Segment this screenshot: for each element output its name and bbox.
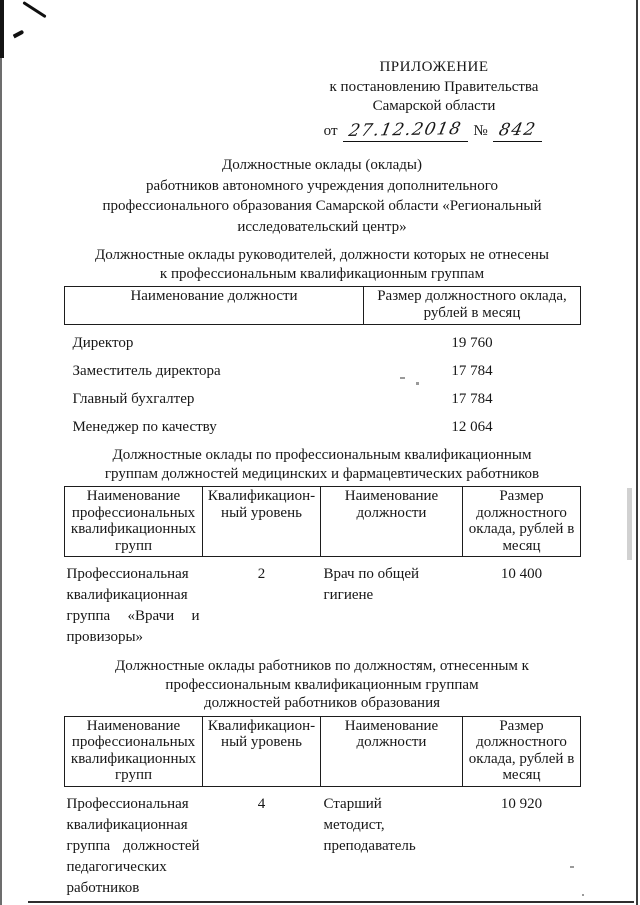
- col-header-position: Наименование должности: [320, 486, 463, 557]
- education-salary-table: Наименование профессиональных квалификац…: [64, 715, 581, 899]
- section1-heading-line: Должностные оклады руководителей, должно…: [95, 247, 549, 263]
- col-header-group: Наименование профессиональных квалификац…: [64, 486, 203, 557]
- table-row: Менеджер по качеству 12 064: [65, 409, 581, 437]
- col-header-position: Наименование должности: [64, 286, 364, 325]
- table-header-row: Наименование профессиональных квалификац…: [64, 486, 581, 557]
- level-cell: 2: [257, 566, 266, 582]
- medical-salary-table: Наименование профессиональных квалификац…: [64, 486, 581, 648]
- document-content: ПРИЛОЖЕНИЕ к постановлению Правительства…: [64, 0, 581, 899]
- date-prefix: от: [323, 122, 338, 139]
- table-row: Заместитель директора 17 784: [65, 353, 581, 381]
- section3-heading-line: должностей работников образования: [203, 695, 440, 711]
- section1-heading-line: к профессиональным квалификационным груп…: [159, 265, 485, 282]
- col-header-salary: Размер должностного оклада, рублей в мес…: [363, 286, 581, 325]
- position-cell: Главный бухгалтер: [72, 391, 195, 407]
- table-row: Профессиональная квалификационная группа…: [65, 786, 581, 899]
- salary-cell: 10 920: [500, 795, 543, 812]
- salary-cell: 17 784: [451, 363, 493, 379]
- table-header-row: Наименование профессиональных квалификац…: [64, 715, 581, 787]
- annex-line-resolution: к постановлению Правительства: [329, 78, 539, 95]
- section3-heading-line: профессиональным квалификационным группа…: [165, 676, 479, 693]
- handwritten-date: 27.12.2018: [347, 118, 464, 141]
- title-line: Должностные оклады (оклады): [221, 157, 423, 173]
- group-cell: Профессиональная квалификационная группа…: [66, 566, 200, 645]
- group-cell: Профессиональная квалификационная группа…: [66, 795, 200, 896]
- salary-cell: 19 760: [451, 335, 493, 351]
- col-header-position: Наименование должности: [320, 715, 463, 787]
- annex-label: ПРИЛОЖЕНИЕ: [379, 59, 489, 75]
- salary-cell: 12 064: [451, 419, 493, 435]
- annex-line-region: Самарской области: [372, 98, 496, 114]
- handwritten-date-underline: 27.12.2018: [343, 118, 468, 142]
- title-line: исследовательский центр»: [237, 218, 407, 235]
- scan-edge-left-dark: [0, 0, 4, 58]
- col-header-group: Наименование профессиональных квалификац…: [64, 715, 203, 787]
- table-row: Главный бухгалтер 17 784: [65, 381, 581, 409]
- scan-speck: [416, 382, 419, 385]
- pen-flick-mark: [12, 29, 25, 39]
- scan-speck: [570, 866, 574, 868]
- position-cell: Старший методист, преподаватель: [323, 795, 416, 854]
- table-header-row: Наименование должности Размер должностно…: [64, 286, 581, 325]
- level-cell: 4: [257, 795, 266, 812]
- section3-heading: Должностные оклады работников по должнос…: [64, 657, 580, 713]
- table-row: Директор 19 760: [65, 325, 581, 354]
- table-row: Профессиональная квалификационная группа…: [65, 557, 581, 649]
- col-header-level: Квалификацион­ный уровень: [202, 715, 321, 787]
- handwritten-number-underline: 842: [493, 119, 543, 142]
- position-cell: Врач по общей гигиене: [323, 566, 420, 603]
- annex-header-block: ПРИЛОЖЕНИЕ к постановлению Правительства…: [284, 58, 584, 142]
- annex-date-number-line: от 27.12.2018 № 842: [284, 118, 584, 142]
- title-line: работников автономного учреждения дополн…: [146, 177, 498, 194]
- scan-speck: [582, 894, 584, 896]
- position-cell: Заместитель директора: [72, 363, 221, 379]
- salary-cell: 17 784: [451, 391, 493, 407]
- salary-cell: 10 400: [500, 566, 543, 582]
- number-sign: №: [473, 122, 488, 139]
- scan-speck: [400, 377, 405, 379]
- section1-heading: Должностные оклады руководителей, должно…: [64, 246, 580, 283]
- handwritten-number: 842: [497, 119, 539, 140]
- pen-stroke-mark: [22, 1, 47, 19]
- scan-edge-left: [0, 0, 2, 905]
- position-cell: Директор: [72, 335, 134, 351]
- section2-heading-line: Должностные оклады по профессиональным к…: [112, 447, 532, 463]
- col-header-level: Квалификацион­ный уровень: [202, 486, 321, 557]
- title-line: профессионального образования Самарской …: [102, 198, 542, 214]
- scan-smudge: [627, 488, 632, 560]
- section3-heading-line: Должностные оклады работников по должнос…: [115, 658, 529, 674]
- scan-edge-bottom: [28, 901, 634, 903]
- col-header-salary: Размер должностного оклада, рублей в мес…: [462, 715, 581, 787]
- position-cell: Менеджер по качеству: [72, 419, 217, 435]
- section2-heading-line: группам должностей медицинских и фармаце…: [104, 465, 540, 482]
- scan-edge-right: [636, 0, 638, 905]
- directors-salary-table: Наименование должности Размер должностно…: [64, 286, 581, 437]
- document-title: Должностные оклады (оклады) работников а…: [64, 155, 580, 237]
- section2-heading: Должностные оклады по профессиональным к…: [64, 446, 580, 483]
- col-header-salary: Размер должностного оклада, рублей в мес…: [462, 486, 581, 557]
